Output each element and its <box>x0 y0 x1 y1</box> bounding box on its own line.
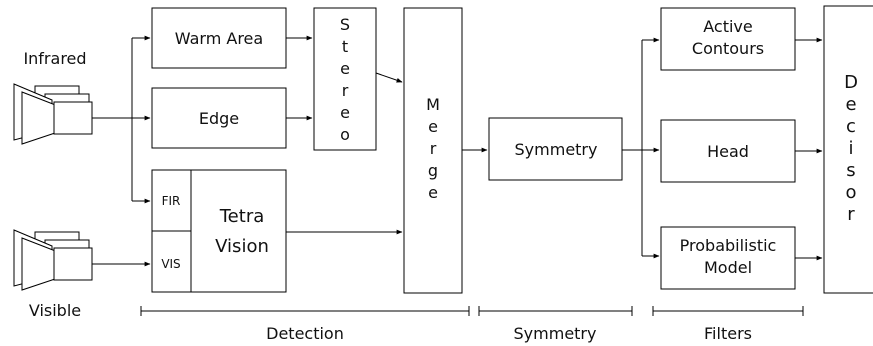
decisor-label: D e c i s o r <box>844 72 858 225</box>
visible-camera-icon <box>13 229 93 291</box>
stereo-letter: o <box>340 125 350 144</box>
probabilistic-label: Probabilistic <box>680 236 777 255</box>
detection-stage-label: Detection <box>266 324 344 343</box>
vis-label: VIS <box>161 257 180 271</box>
symmetry-bracket <box>478 306 633 316</box>
edge-label: Edge <box>199 109 239 128</box>
stereo-letter: S <box>340 15 350 34</box>
detection-bracket <box>140 306 470 316</box>
decisor-letter: o <box>845 182 856 203</box>
stereo-letter: e <box>340 103 350 122</box>
active-contours-block <box>660 7 796 71</box>
decisor-letter: c <box>846 116 856 137</box>
stereo-label: S t e r e o <box>340 15 350 144</box>
decisor-letter: r <box>847 204 855 225</box>
merge-letter: M <box>426 95 440 114</box>
merge-letter: r <box>430 139 437 158</box>
filters-stage-label: Filters <box>704 324 752 343</box>
visible-label: Visible <box>29 301 81 320</box>
fir-label: FIR <box>162 194 181 208</box>
symmetry-label: Symmetry <box>515 140 598 159</box>
head-label: Head <box>707 142 749 161</box>
decisor-block <box>823 5 873 294</box>
probabilistic-model-block <box>660 226 796 290</box>
warm-area-label: Warm Area <box>175 29 263 48</box>
merge-letter: e <box>428 183 438 202</box>
vision-label: Vision <box>215 236 269 257</box>
symmetry-stage-label: Symmetry <box>514 324 597 343</box>
merge-letter: e <box>428 117 438 136</box>
decisor-letter: D <box>844 72 858 93</box>
contours-label: Contours <box>692 39 764 58</box>
stereo-letter: r <box>342 81 349 100</box>
decisor-letter: s <box>846 160 855 181</box>
stereo-letter: t <box>342 37 348 56</box>
filters-bracket <box>652 306 804 316</box>
arrow-stereo-to-merge <box>375 72 403 83</box>
active-label: Active <box>703 17 753 36</box>
infrared-label: Infrared <box>23 49 86 68</box>
decisor-letter: e <box>845 94 856 115</box>
merge-label: M e r g e <box>426 95 440 202</box>
stereo-letter: e <box>340 59 350 78</box>
merge-letter: g <box>428 161 438 180</box>
infrared-camera-icon <box>13 83 93 145</box>
decisor-letter: i <box>848 138 853 159</box>
merge-block <box>403 7 463 294</box>
symmetry-block <box>488 117 623 181</box>
stereo-block <box>313 7 377 151</box>
model-label: Model <box>704 258 752 277</box>
tetra-label: Tetra <box>219 206 265 227</box>
head-block <box>660 119 796 183</box>
